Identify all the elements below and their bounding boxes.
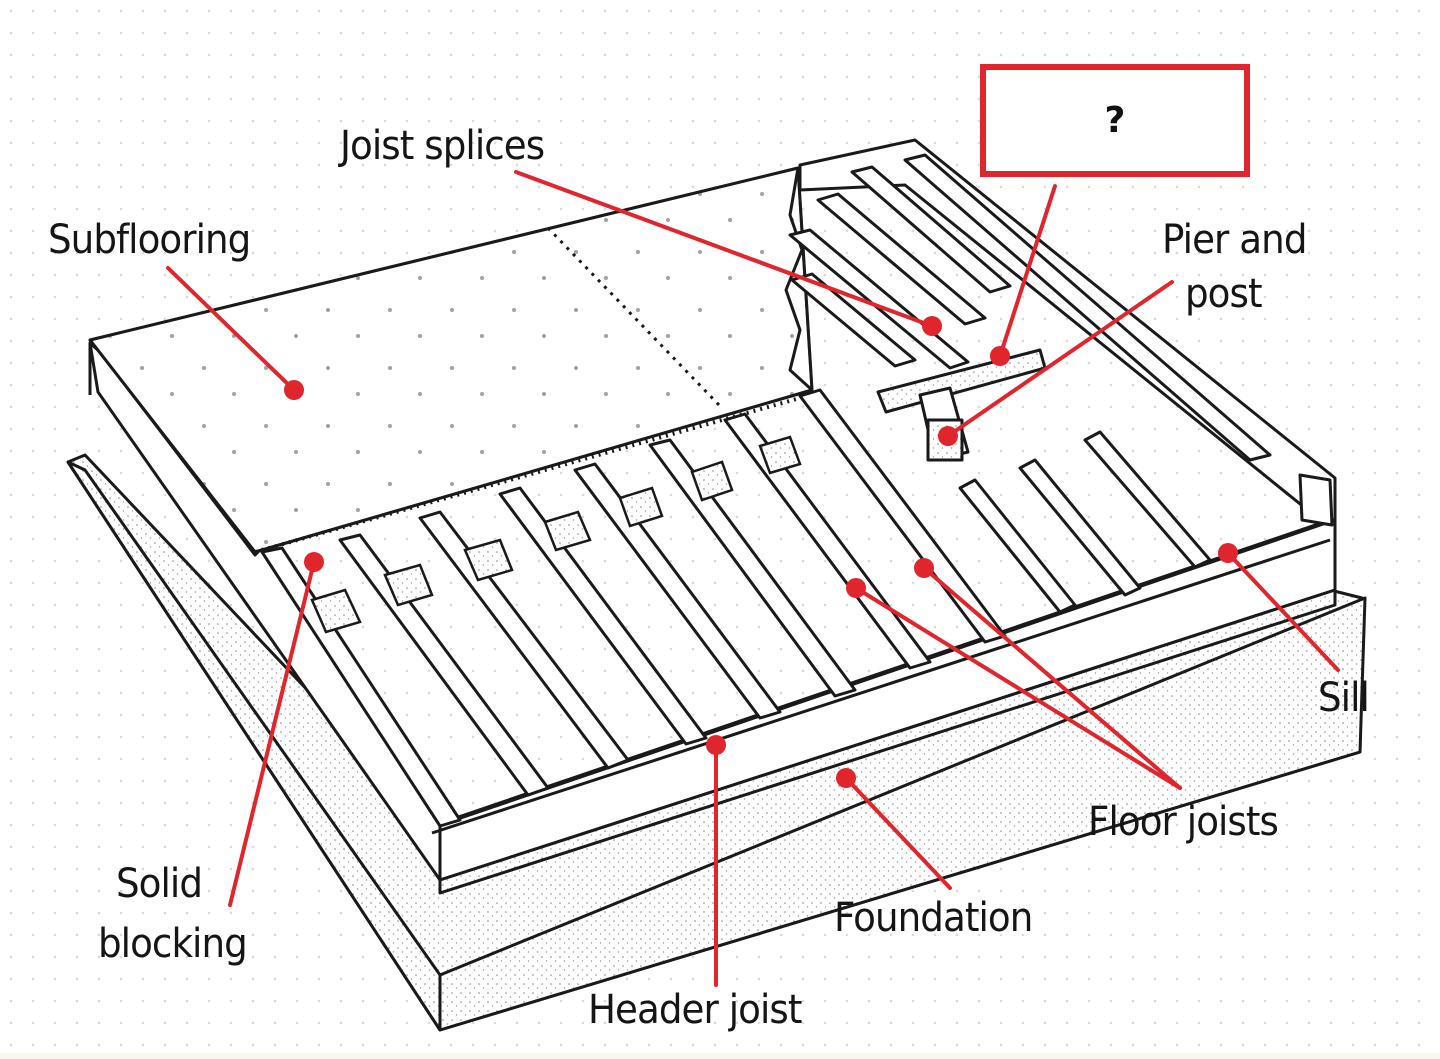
label-floor-joists: Floor joists [1088,799,1279,845]
floor-joists-drawing [260,388,1212,828]
unknown-label-text: ? [1104,100,1126,141]
label-joist-splices: Joist splices [340,123,545,169]
joist-splices-drawing [788,138,1337,527]
dot-unknown [990,346,1010,366]
label-sill: Sill [1318,675,1370,721]
dot-floor-joist-2 [914,558,934,578]
callout-lines [166,170,1340,987]
solid-blocking-drawing [310,435,802,634]
unknown-label-box: ? [980,64,1250,177]
callout-dots [284,316,1238,788]
label-solid-blocking-line2: blocking [98,921,248,967]
dot-subflooring [284,380,304,400]
dot-joist-splices [922,316,942,336]
dot-floor-joist-1 [846,578,866,598]
subflooring-drawing [88,166,814,554]
label-pier-and-post-line2: post [1185,271,1263,317]
bottom-strip [0,1053,1440,1059]
dot-sill [1218,543,1238,563]
label-solid-blocking-line1: Solid [116,861,203,907]
dot-pier-and-post [938,426,958,446]
dot-solid-blocking [304,552,324,572]
dot-foundation [836,768,856,788]
dot-header-joist [706,735,726,755]
label-header-joist: Header joist [588,987,802,1033]
label-subflooring: Subflooring [48,217,251,263]
label-pier-and-post-line1: Pier and [1162,217,1307,263]
label-foundation: Foundation [834,895,1033,941]
